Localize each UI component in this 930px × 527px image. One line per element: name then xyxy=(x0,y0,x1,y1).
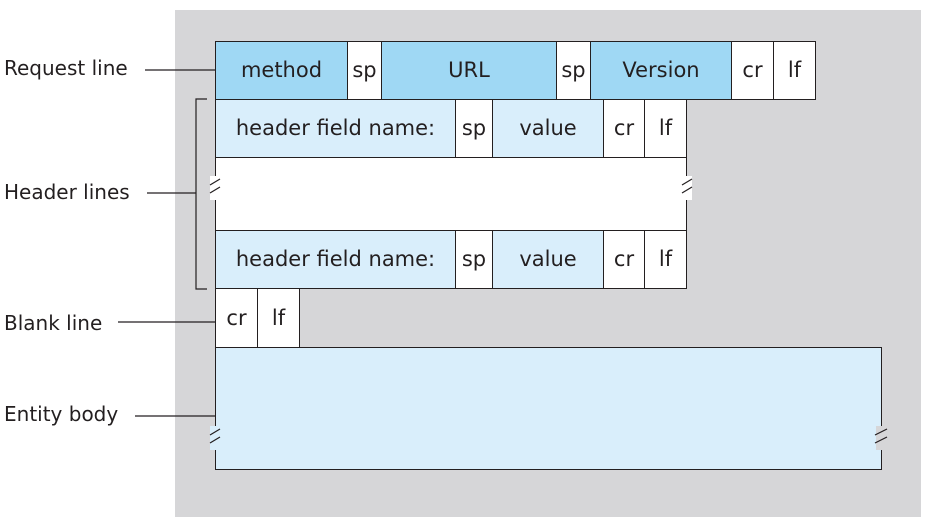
lf-field: lf xyxy=(644,99,687,158)
header-field-name: header field name: xyxy=(215,99,456,158)
break-mark-icon xyxy=(209,426,221,450)
cr-field: cr xyxy=(603,230,645,289)
header-value-field: value xyxy=(492,230,604,289)
lf-field: lf xyxy=(773,41,816,100)
entity-body-box xyxy=(215,347,882,470)
break-mark-icon xyxy=(681,176,693,200)
lf-field: lf xyxy=(644,230,687,289)
header-lines-continuation xyxy=(215,157,687,231)
version-field: Version xyxy=(590,41,732,100)
label-header-lines: Header lines xyxy=(4,180,130,204)
label-entity-body: Entity body xyxy=(4,402,119,426)
label-blank-line: Blank line xyxy=(4,311,103,335)
lf-field: lf xyxy=(257,288,300,348)
label-request-line: Request line xyxy=(4,56,128,80)
cr-field: cr xyxy=(731,41,774,100)
url-field: URL xyxy=(381,41,557,100)
header-lines-bracket xyxy=(195,98,207,290)
break-mark-icon xyxy=(209,176,221,200)
sp-field: sp xyxy=(347,41,382,100)
sp-field: sp xyxy=(556,41,591,100)
break-mark-icon xyxy=(874,426,888,450)
header-value-field: value xyxy=(492,99,604,158)
header-field-name: header field name: xyxy=(215,230,456,289)
cr-field: cr xyxy=(603,99,645,158)
